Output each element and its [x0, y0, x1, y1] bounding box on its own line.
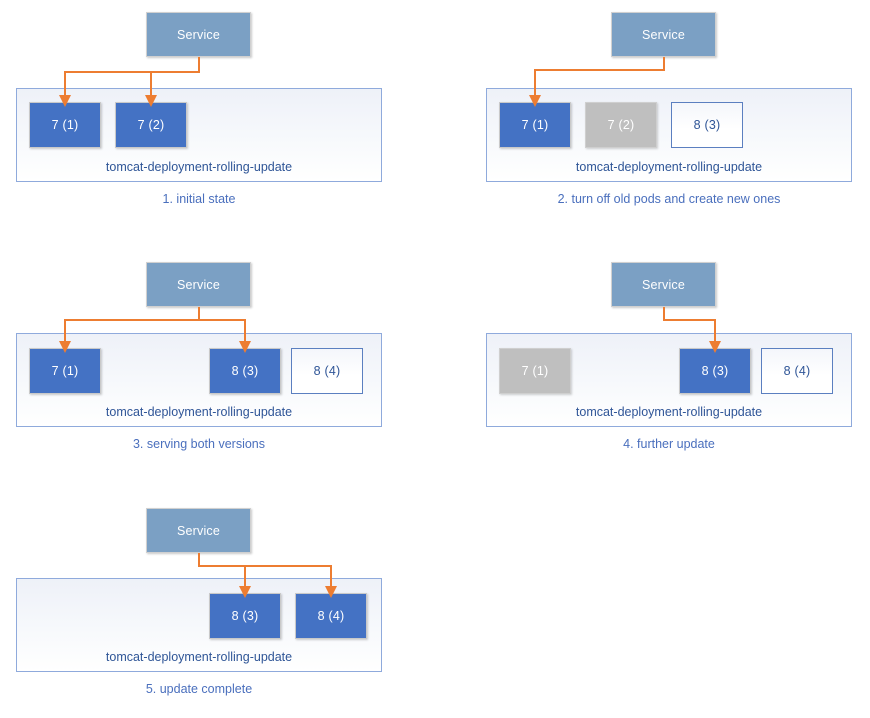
- pod-box[interactable]: 8 (3): [671, 102, 743, 148]
- panel-caption: 3. serving both versions: [132, 437, 265, 451]
- service-box[interactable]: Service: [611, 262, 716, 307]
- pod-box[interactable]: 8 (3): [209, 348, 281, 394]
- deployment-label: tomcat-deployment-rolling-update: [575, 405, 763, 419]
- deployment-label: tomcat-deployment-rolling-update: [105, 160, 293, 174]
- pod-box[interactable]: 7 (1): [29, 348, 101, 394]
- service-box[interactable]: Service: [146, 262, 251, 307]
- pod-box[interactable]: 7 (1): [29, 102, 101, 148]
- pod-box[interactable]: 8 (3): [209, 593, 281, 639]
- deployment-label: tomcat-deployment-rolling-update: [575, 160, 763, 174]
- service-box[interactable]: Service: [146, 508, 251, 553]
- pod-box[interactable]: 7 (2): [115, 102, 187, 148]
- service-box[interactable]: Service: [611, 12, 716, 57]
- panel-caption: 2. turn off old pods and create new ones: [557, 192, 781, 206]
- pod-box[interactable]: 8 (4): [295, 593, 367, 639]
- deployment-label: tomcat-deployment-rolling-update: [105, 405, 293, 419]
- panel-caption: 5. update complete: [145, 682, 253, 696]
- service-box[interactable]: Service: [146, 12, 251, 57]
- panel-caption: 4. further update: [623, 437, 715, 451]
- pod-box[interactable]: 7 (1): [499, 102, 571, 148]
- deployment-label: tomcat-deployment-rolling-update: [105, 650, 293, 664]
- deployment-container[interactable]: tomcat-deployment-rolling-update: [486, 88, 852, 182]
- pod-box[interactable]: 8 (4): [761, 348, 833, 394]
- pod-box[interactable]: 8 (4): [291, 348, 363, 394]
- pod-box[interactable]: 8 (3): [679, 348, 751, 394]
- pod-box[interactable]: 7 (2): [585, 102, 657, 148]
- panel-caption: 1. initial state: [162, 192, 236, 206]
- pod-box[interactable]: 7 (1): [499, 348, 571, 394]
